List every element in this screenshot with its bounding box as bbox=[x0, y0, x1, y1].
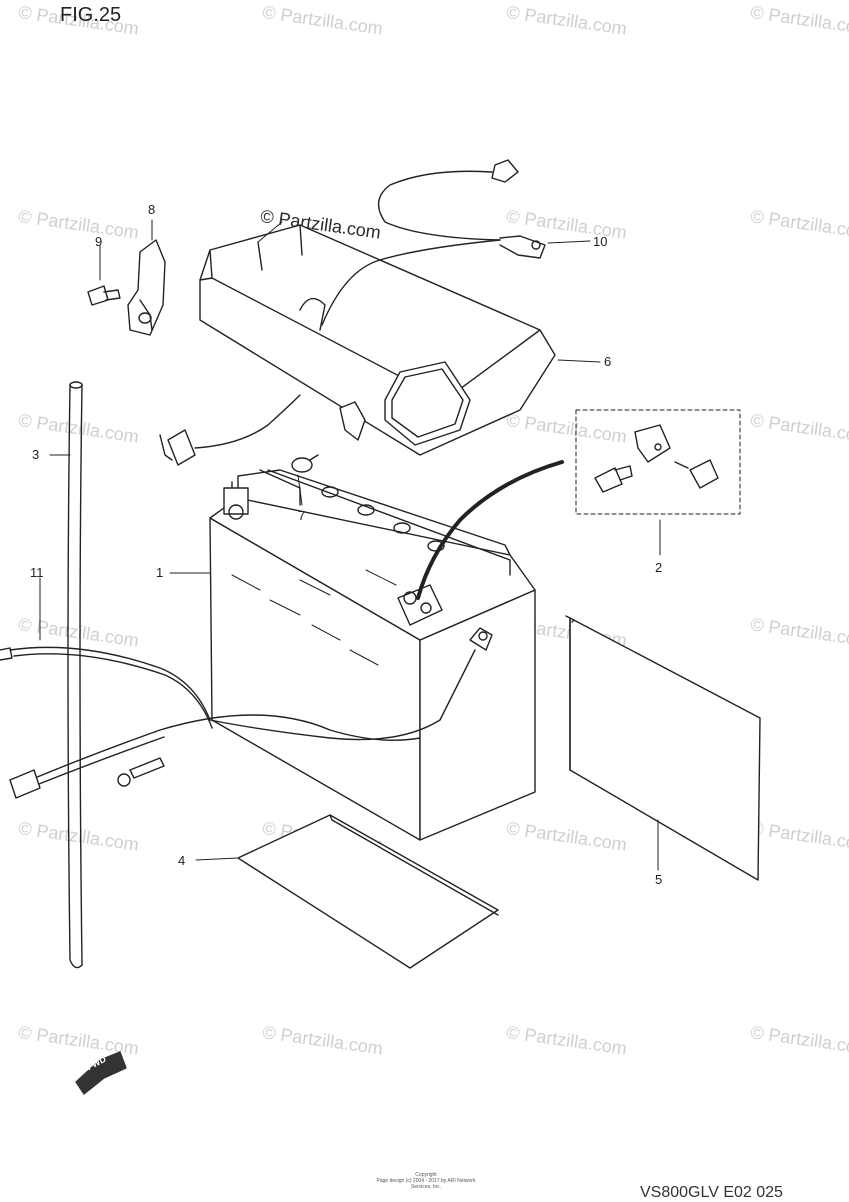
footer-copyright: Copyright Page design (c) 2004 - 2017 by… bbox=[366, 1172, 486, 1190]
bolt-part bbox=[87, 285, 121, 306]
footer-copyright-line: Page design (c) 2004 - 2017 by ARI Netwo… bbox=[376, 1178, 476, 1190]
callout-3: 3 bbox=[32, 447, 40, 462]
pad-part bbox=[237, 814, 499, 969]
callout-9: 9 bbox=[95, 234, 103, 249]
callout-2: 2 bbox=[655, 560, 663, 575]
callout-8: 8 bbox=[148, 202, 156, 217]
battery-part bbox=[209, 469, 536, 841]
callout-11: 11 bbox=[30, 565, 44, 580]
callout-4: 4 bbox=[178, 853, 186, 868]
battery-cover-part bbox=[199, 224, 556, 456]
pad-part bbox=[565, 615, 575, 771]
bolt-part bbox=[159, 394, 319, 473]
callout-5: 5 bbox=[655, 872, 663, 887]
cable-part bbox=[416, 460, 564, 600]
leader-lines bbox=[39, 219, 661, 871]
callout-6: 6 bbox=[604, 354, 612, 369]
fwd-arrow-icon bbox=[75, 1051, 127, 1095]
cable-part bbox=[321, 159, 546, 326]
hose-part bbox=[67, 381, 83, 969]
pad-part bbox=[329, 814, 499, 916]
terminal-kit-part bbox=[575, 409, 741, 515]
footer-code: VS800GLV E02 025 bbox=[640, 1184, 783, 1201]
pad-part bbox=[569, 617, 761, 881]
figure-title: FIG.25 bbox=[60, 4, 122, 26]
harness-part bbox=[0, 627, 493, 799]
bracket-part bbox=[127, 239, 166, 336]
callout-1: 1 bbox=[156, 565, 164, 580]
footer-copyright-line: Copyright bbox=[415, 1172, 437, 1178]
callout-7: 7 bbox=[298, 508, 306, 523]
callout-10: 10 bbox=[593, 234, 608, 249]
